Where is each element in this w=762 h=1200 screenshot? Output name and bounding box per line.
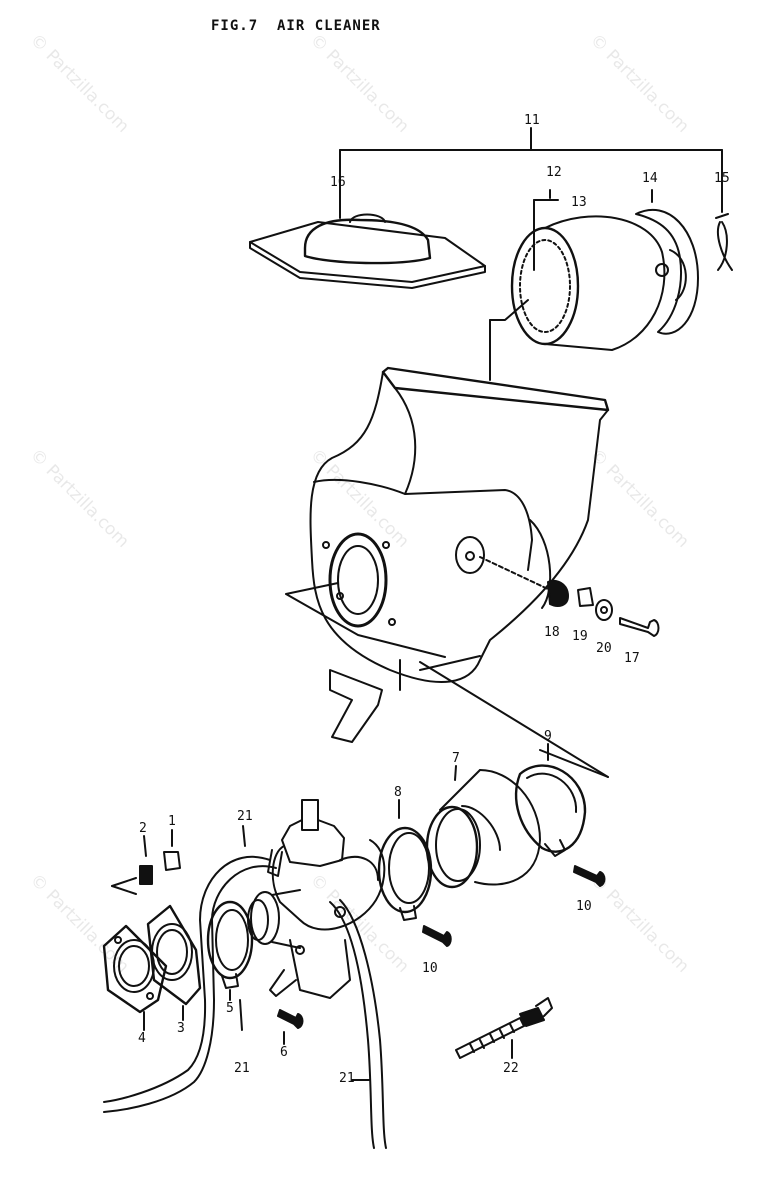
callout-2: 2 — [139, 821, 147, 836]
clamp-5 — [206, 900, 254, 1001]
air-cleaner-case — [285, 366, 610, 778]
spacer-3 — [146, 904, 202, 1021]
intake-boot-7 — [425, 765, 541, 889]
callout-10-lower: 10 — [422, 961, 438, 976]
callout-8: 8 — [394, 785, 402, 800]
callout-4: 4 — [138, 1031, 146, 1046]
assembly-bracket-11 — [339, 127, 723, 216]
callout-6: 6 — [280, 1045, 288, 1060]
callout-15: 15 — [714, 171, 730, 186]
bolt-1-nut-2 — [111, 829, 181, 895]
callout-18: 18 — [544, 625, 560, 640]
callout-3: 3 — [177, 1021, 185, 1036]
callout-17: 17 — [624, 651, 640, 666]
callout-10-right: 10 — [576, 899, 592, 914]
callout-22: 22 — [503, 1061, 519, 1076]
retaining-plate-14 — [635, 189, 699, 335]
callout-13: 13 — [571, 195, 587, 210]
screw-10-right — [573, 865, 606, 887]
cover-plate-16 — [249, 189, 486, 289]
adjuster-22 — [455, 997, 553, 1059]
callout-19: 19 — [572, 629, 588, 644]
callout-21-right: 21 — [339, 1071, 355, 1086]
figure-title: FIG.7 AIR CLEANER — [211, 18, 381, 34]
clamp-band-9 — [514, 743, 587, 857]
callout-5: 5 — [226, 1001, 234, 1016]
callout-21-mid: 21 — [234, 1061, 250, 1076]
callout-21-top: 21 — [237, 809, 253, 824]
callout-11: 11 — [524, 113, 540, 128]
clip-15 — [715, 189, 733, 271]
callout-12: 12 — [546, 165, 562, 180]
callout-9: 9 — [544, 729, 552, 744]
callout-7: 7 — [452, 751, 460, 766]
screw-6 — [277, 1009, 304, 1045]
callout-20: 20 — [596, 641, 612, 656]
callout-14: 14 — [642, 171, 658, 186]
hoses-21 — [103, 825, 387, 1149]
screw-10-lower — [422, 925, 452, 947]
callout-16: 16 — [330, 175, 346, 190]
flange-4 — [102, 924, 168, 1031]
carburetor — [247, 799, 386, 999]
clamp-8 — [377, 799, 433, 921]
filter-element-13 — [489, 189, 666, 381]
mount-hardware — [479, 556, 660, 637]
callout-1: 1 — [168, 814, 176, 829]
